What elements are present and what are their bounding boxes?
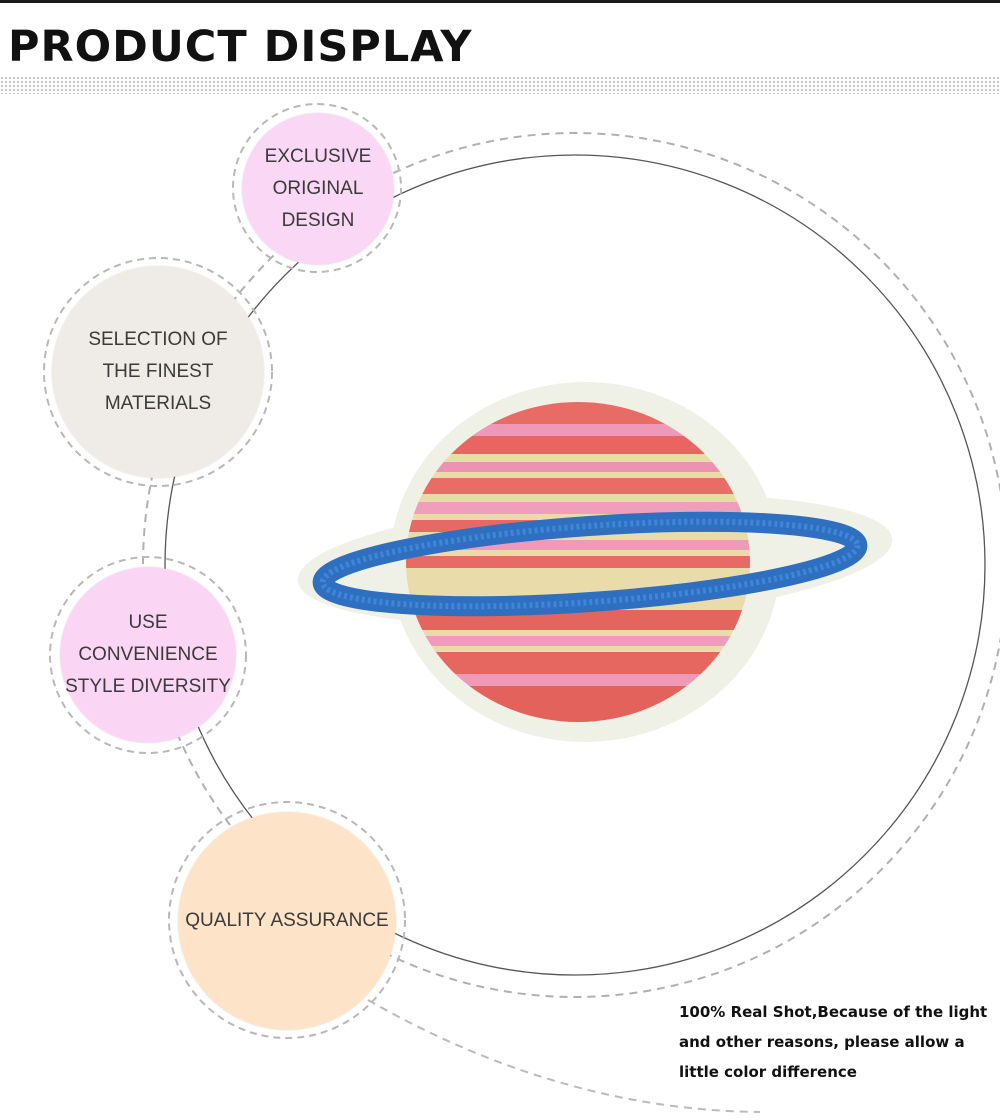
badge-label: EXCLUSIVE ORIGINAL DESIGN <box>264 146 372 231</box>
dotted-divider <box>0 76 1000 94</box>
badge-label: USE CONVENIENCE STYLE DIVERSITY <box>65 612 231 697</box>
badge-convenience-diversity: USE CONVENIENCE STYLE DIVERSITY <box>60 567 236 743</box>
badge-label: SELECTION OF THE FINEST MATERIALS <box>88 329 228 414</box>
real-shot-note: 100% Real Shot,Because of the light and … <box>679 1003 988 1081</box>
page-title: PRODUCT DISPLAY <box>8 22 473 72</box>
badge-label: QUALITY ASSURANCE <box>185 910 389 931</box>
badge-exclusive-original-design: EXCLUSIVE ORIGINAL DESIGN <box>242 113 394 265</box>
top-rule <box>0 0 1000 3</box>
badge-quality-assurance: QUALITY ASSURANCE <box>178 812 396 1030</box>
badge-finest-materials: SELECTION OF THE FINEST MATERIALS <box>52 266 264 478</box>
